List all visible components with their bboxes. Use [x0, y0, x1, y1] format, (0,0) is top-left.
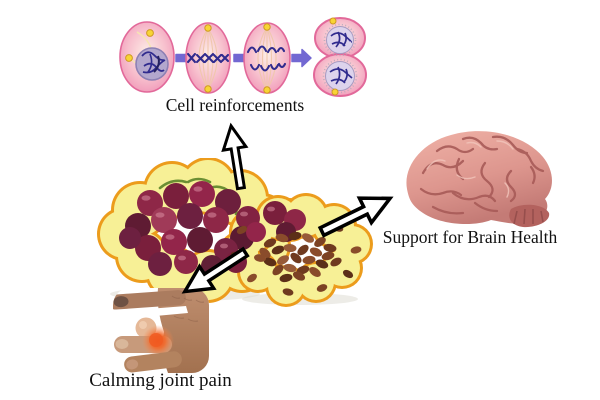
cerebellum: [509, 204, 550, 228]
mitosis-illustration: [119, 17, 367, 97]
cell-prophase-icon: [119, 21, 175, 93]
thumb: [124, 351, 182, 373]
brain-health-label: Support for Brain Health: [382, 227, 558, 247]
brain-folds: [419, 135, 545, 215]
hand-joint-image: [113, 288, 209, 373]
cell-anaphase-icon: [243, 22, 291, 94]
cell-telophase-icon: [313, 17, 367, 97]
joint-pain-label: Calming joint pain: [89, 370, 232, 391]
top-finger: [113, 290, 186, 310]
cell-metaphase-icon: [185, 22, 231, 94]
grapes-and-seeds-image: [97, 158, 373, 307]
cell-reinforcements-label: Cell reinforcements: [165, 95, 305, 115]
mitosis-step-arrow-icon: [291, 48, 312, 68]
brain-image: [406, 131, 552, 228]
